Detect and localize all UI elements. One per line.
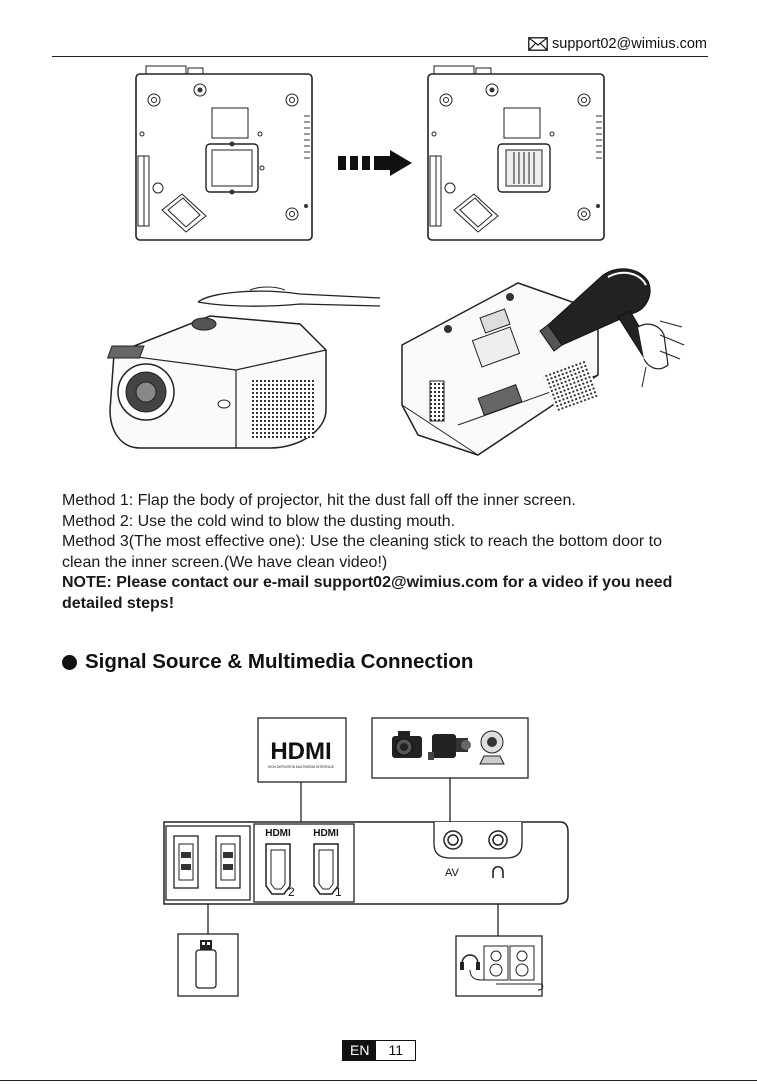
hdmi-source-box: [257, 717, 347, 783]
webcam-icon: [479, 730, 505, 765]
projector-bottom-after: [427, 65, 605, 241]
hdmi-tagline: HIGH-DEFINITION MULTIMEDIA INTERFACE: [268, 765, 334, 769]
hdmi-port-label-1: HDMI: [313, 828, 339, 839]
headphone-symbol-icon: [492, 865, 504, 878]
envelope-icon: [528, 37, 548, 51]
section-heading: Signal Source & Multimedia Connection: [62, 650, 473, 674]
speakers-icon: [483, 945, 544, 991]
camcorder-icon: [428, 734, 471, 760]
page-footer: EN 11: [342, 1040, 416, 1061]
hdmi-port-label-2: HDMI: [265, 828, 291, 839]
usb-drive-icon: [195, 940, 217, 989]
page-number: 11: [376, 1041, 415, 1060]
cleaning-instructions: Method 1: Flap the body of projector, hi…: [62, 491, 702, 614]
bottom-rule: [0, 1080, 757, 1081]
hdmi-port-2: [265, 843, 291, 895]
section-title: Signal Source & Multimedia Connection: [85, 650, 474, 673]
connection-diagram: HDMI HIGH-DEFINITION MULTIMEDIA INTERFAC…: [163, 717, 569, 997]
camera-icon: [392, 731, 422, 758]
av-label: AV: [445, 867, 460, 879]
header-rule: [52, 56, 708, 57]
projector-bottom-before: [135, 65, 313, 241]
dashed-arrow-icon: [338, 150, 412, 176]
usb-port-2: [215, 835, 241, 889]
method-3: Method 3(The most effective one): Use th…: [62, 533, 663, 571]
support-email[interactable]: support02@wimius.com: [552, 36, 707, 52]
projector-hair-dryer: [401, 268, 685, 456]
hdmi-port-1: [313, 843, 339, 895]
usb-port-1: [173, 835, 199, 889]
note-text: NOTE: Please contact our e-mail support0…: [62, 574, 673, 612]
language-label: EN: [343, 1041, 377, 1060]
hdmi-port-number-2: 2: [288, 885, 295, 899]
projector-hand-flap: [106, 286, 381, 449]
header-email: support02@wimius.com: [528, 36, 707, 52]
bullet-icon: [62, 654, 77, 670]
hdmi-logo-text: HDMI: [270, 738, 331, 765]
method-2: Method 2: Use the cold wind to blow the …: [62, 512, 456, 530]
hdmi-port-number-1: 1: [335, 885, 342, 899]
method-1: Method 1: Flap the body of projector, hi…: [62, 492, 576, 509]
